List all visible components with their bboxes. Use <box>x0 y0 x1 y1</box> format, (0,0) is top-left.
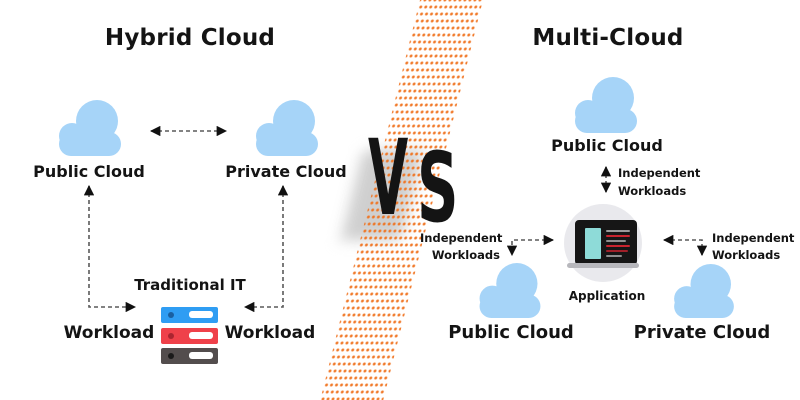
independent-line: Independent <box>420 231 503 245</box>
workload-right-label: Workload <box>224 323 316 343</box>
public-cloud-top-right-label: Public Cloud <box>551 136 663 155</box>
laptop-icon <box>575 220 637 265</box>
public-cloud-bottom-right-label: Public Cloud <box>448 322 574 343</box>
server-led <box>168 332 174 339</box>
dashed-arrow-app-privatecloud <box>662 234 708 257</box>
server-drive-slot <box>189 352 213 359</box>
multi-cloud-title: Multi-Cloud <box>532 25 684 51</box>
dashed-arrow-workload-left <box>83 184 137 313</box>
code-line <box>606 244 630 248</box>
private-cloud-left-label: Private Cloud <box>225 162 347 181</box>
server-led <box>168 312 174 318</box>
private-cloud-bottom-right-label: Private Cloud <box>633 322 771 343</box>
vs-divider-text: V S <box>368 117 486 239</box>
code-line <box>606 249 628 253</box>
vs-letter-s: S <box>416 132 458 244</box>
traditional-it-label: Traditional IT <box>134 276 246 294</box>
workloads-line: Workloads <box>712 248 781 262</box>
server-drive-slot <box>189 311 213 318</box>
code-line <box>606 234 630 238</box>
workload-left-label: Workload <box>63 323 155 343</box>
cloud-icon <box>477 263 543 318</box>
independent-workloads-left-label: Independent Workloads <box>420 230 503 264</box>
independent-line: Independent <box>618 166 701 180</box>
cloud-icon <box>254 100 320 156</box>
cloud-icon <box>58 100 122 156</box>
server-stack-icon <box>161 307 218 369</box>
independent-line: Independent <box>712 231 795 245</box>
application-circle <box>564 204 642 282</box>
server-led <box>168 353 174 359</box>
laptop-code-lines <box>606 230 632 260</box>
dashed-arrow-app-publiccloud <box>506 234 555 257</box>
vs-letter-v: V <box>368 117 409 239</box>
code-line <box>606 254 622 258</box>
independent-workloads-right-label: Independent Workloads <box>712 230 795 264</box>
server-bar-gray <box>161 348 218 364</box>
server-bar-blue <box>161 307 218 323</box>
workloads-line: Workloads <box>431 248 500 262</box>
code-line <box>606 239 626 243</box>
cloud-icon <box>671 264 737 318</box>
laptop-base <box>567 263 639 268</box>
independent-workloads-top-label: Independent Workloads <box>618 164 701 200</box>
dashed-arrow-workload-right <box>243 184 289 313</box>
server-bar-red <box>161 327 218 344</box>
public-cloud-left-label: Public Cloud <box>33 162 145 181</box>
workloads-line: Workloads <box>618 184 687 198</box>
application-label: Application <box>568 289 646 303</box>
hybrid-cloud-title: Hybrid Cloud <box>104 25 276 51</box>
laptop-screen-panel <box>585 228 601 259</box>
cloud-icon <box>572 77 640 133</box>
code-line <box>606 230 630 233</box>
server-drive-slot <box>189 331 213 339</box>
